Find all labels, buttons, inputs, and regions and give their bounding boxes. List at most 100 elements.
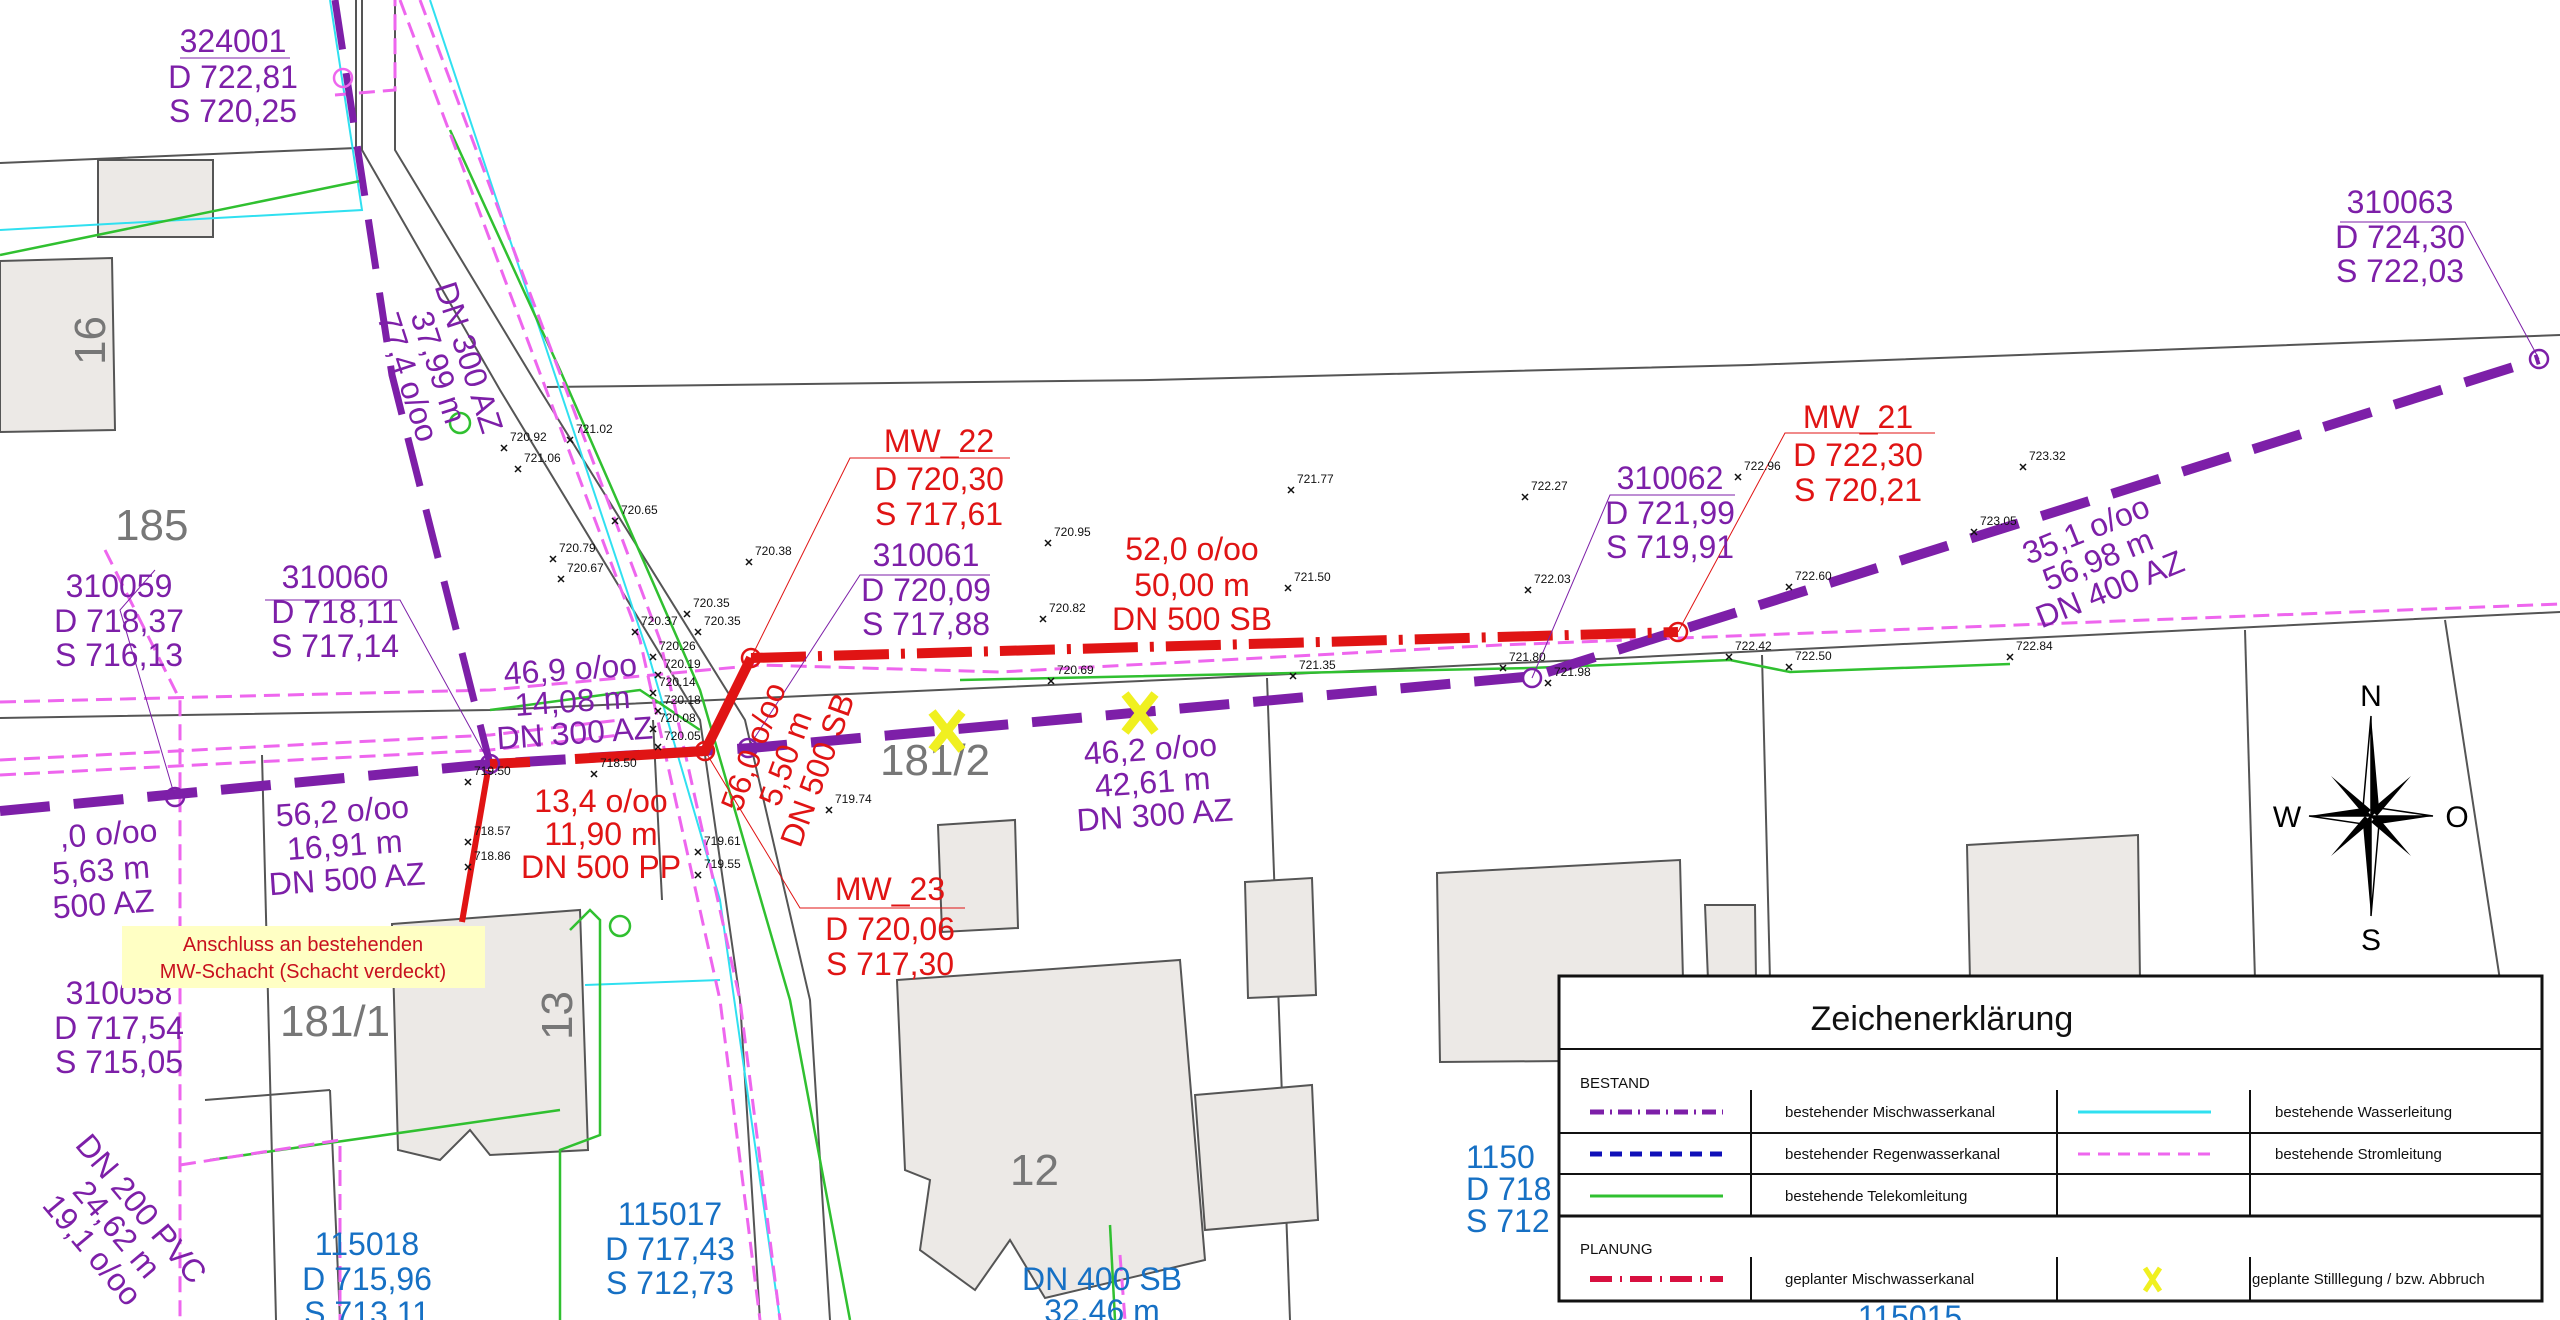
leader-lines	[119, 57, 2540, 909]
spot-height: 721.06	[524, 451, 561, 465]
spot-height-marker-icon	[1785, 583, 1793, 591]
spot-height: 720.26	[659, 639, 696, 653]
manhole-id: MW_22	[884, 423, 994, 459]
manhole-d: D 718	[1466, 1171, 1551, 1207]
spot-height: 720.92	[510, 430, 547, 444]
pipe-slope: 13,4 o/oo	[534, 783, 667, 819]
manhole-id: 310059	[66, 568, 173, 604]
spot-height-marker-icon	[549, 555, 557, 563]
legend-label-strom: bestehende Stromleitung	[2275, 1146, 2442, 1163]
manhole-s: S 712	[1466, 1203, 1550, 1239]
spot-height: 720.67	[567, 561, 604, 575]
spot-height: 720.14	[659, 675, 696, 689]
manhole-id: MW_23	[835, 871, 945, 907]
manhole-label-115018[interactable]: 115018 D 715,96 S 713,11	[302, 1226, 432, 1320]
manhole-label-115015[interactable]: 115015	[1858, 1299, 1962, 1320]
manhole-label-310058[interactable]: 310058 D 717,54 S 715,05	[54, 975, 184, 1080]
manhole-id: 115017	[618, 1196, 722, 1232]
legend-section-existing: BESTAND	[1580, 1075, 1650, 1092]
legend-label-geplant: geplanter Mischwasserkanal	[1785, 1271, 1974, 1288]
spot-height-marker-icon	[1289, 672, 1297, 680]
manhole-label-mw21[interactable]: MW_21 D 722,30 S 720,21	[1793, 399, 1923, 508]
manhole-label-310061[interactable]: 310061 D 720,09 S 717,88	[861, 537, 991, 642]
compass-n: N	[2360, 680, 2382, 713]
spot-height: 720.19	[664, 657, 701, 671]
spot-height-marker-icon	[1970, 528, 1978, 536]
manhole-label-310063[interactable]: 310063 D 724,30 S 722,03	[2335, 184, 2465, 289]
manhole-label-310059[interactable]: 310059 D 718,37 S 716,13	[54, 568, 184, 673]
spot-height: 720.79	[559, 541, 596, 555]
spot-height-marker-icon	[825, 806, 833, 814]
spot-height-marker-icon	[1524, 586, 1532, 594]
spot-height-marker-icon	[1047, 677, 1055, 685]
pipe-label-46-2: 46,2 o/oo 42,61 m DN 300 AZ	[1076, 726, 1235, 838]
pipe-label-56-2: 56,2 o/oo 16,91 m DN 500 AZ	[268, 788, 427, 902]
spot-height-marker-icon	[464, 778, 472, 786]
spot-height: 720.37	[641, 614, 678, 628]
spot-height: 720.35	[704, 614, 741, 628]
spot-height: 720.69	[1057, 663, 1094, 677]
spot-height-marker-icon	[694, 628, 702, 636]
manhole-label-324001[interactable]: 324001 D 722,81 S 720,25	[168, 23, 298, 129]
spot-height: 720.95	[1054, 525, 1091, 539]
manhole-label-mw23[interactable]: MW_23 D 720,06 S 717,30	[825, 871, 955, 982]
spot-height-marker-icon	[557, 575, 565, 583]
parcel-185: 185	[115, 501, 188, 550]
pipe-label-35-1: 35,1 o/oo 56,98 m DN 400 AZ	[2017, 488, 2189, 635]
spot-height: 720.18	[664, 693, 701, 707]
spot-height-marker-icon	[1039, 615, 1047, 623]
decommission-markers	[928, 691, 1159, 753]
pipe-dn: DN 500 PP	[521, 849, 681, 885]
manhole-label-1150xx[interactable]: 1150 D 718 S 712	[1466, 1139, 1551, 1239]
spot-height-marker-icon	[1734, 473, 1742, 481]
spot-height: 719.55	[704, 857, 741, 871]
spot-height: 720.38	[755, 544, 792, 558]
manhole-label-310062[interactable]: 310062 D 721,99 S 719,91	[1605, 460, 1735, 565]
legend-title: Zeichenerklärung	[1811, 1000, 2074, 1038]
spot-height-marker-icon	[464, 863, 472, 871]
spot-height-marker-icon	[654, 707, 662, 715]
spot-height-marker-icon	[649, 725, 657, 733]
spot-height: 721.50	[1294, 570, 1331, 584]
manhole-label-mw22[interactable]: MW_22 D 720,30 S 717,61	[874, 423, 1004, 532]
spot-height: 720.82	[1049, 601, 1086, 615]
manhole-s: S 716,13	[55, 637, 183, 673]
spot-height-marker-icon	[514, 465, 522, 473]
manhole-id: MW_21	[1803, 399, 1913, 435]
spot-height: 718.86	[474, 849, 511, 863]
manhole-label-115017[interactable]: 115017 D 717,43 S 712,73	[605, 1196, 735, 1301]
spot-height-marker-icon	[566, 436, 574, 444]
spot-height: 720.65	[621, 503, 658, 517]
compass-o: O	[2445, 801, 2468, 834]
spot-height: 722.42	[1735, 639, 1772, 653]
spot-height-marker-icon	[694, 871, 702, 879]
manhole-id: 310063	[2347, 184, 2454, 220]
spot-height: 719.61	[704, 834, 741, 848]
pipe-length: 11,90 m	[544, 816, 657, 852]
spot-heights: 721.02720.92721.06720.65720.79720.67720.…	[464, 422, 2066, 879]
manhole-id: 310060	[282, 559, 389, 595]
spot-height-marker-icon	[649, 653, 657, 661]
pipe-length: 42,61 m	[1094, 760, 1212, 804]
manhole-label-310060[interactable]: 310060 D 718,11 S 717,14	[271, 559, 399, 664]
manhole-s: S 713,11	[304, 1295, 430, 1320]
spot-height: 718.57	[474, 824, 511, 838]
manhole-d: D 718,11	[271, 594, 399, 630]
manhole-s: S 720,25	[169, 93, 297, 129]
legend-label-telekom: bestehende Telekomleitung	[1785, 1188, 1967, 1205]
manhole-d: D 721,99	[1605, 495, 1735, 531]
building-number-13: 13	[533, 991, 582, 1040]
spot-height-marker-icon	[1044, 539, 1052, 547]
pipe-dn: 500 AZ	[51, 883, 155, 926]
spot-height: 722.27	[1531, 479, 1568, 493]
telecom-lines	[0, 129, 2011, 1320]
pipe-slope: ,0 o/oo	[58, 812, 158, 855]
spot-height: 719.50	[474, 764, 511, 778]
pipe-slope: 52,0 o/oo	[1125, 531, 1258, 567]
manhole-d: D 718,37	[54, 603, 184, 639]
manhole-d: D 717,43	[605, 1231, 735, 1267]
pipe-length: 14,08 m	[514, 679, 632, 723]
manhole-s: S 712,73	[606, 1265, 734, 1301]
